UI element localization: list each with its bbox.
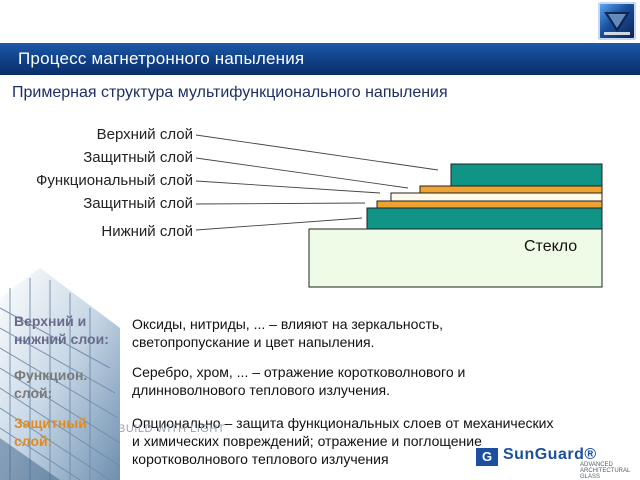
description-protective: Опционально – защита функциональных слое… — [132, 414, 553, 468]
description-outer-line2: светопропускание и цвет напыления. — [132, 334, 375, 350]
glass-label: Стекло — [524, 238, 578, 255]
bottom-layer — [366, 207, 603, 230]
side-label-functional: Функцион. слой: — [14, 367, 88, 401]
description-outer-layers: Оксиды, нитриды, ... – влияют на зеркаль… — [132, 315, 443, 351]
description-functional-line1: Серебро, хром, ... – отражение коротково… — [132, 364, 466, 380]
side-label-outer-layers: Верхний и нижний слои: — [14, 313, 109, 347]
protective-layer-lower — [376, 200, 603, 209]
leader-line-bottom — [195, 217, 363, 231]
description-protective-line2: и химических повреждений; отражение и по… — [132, 433, 482, 449]
leader-line-functional — [195, 180, 381, 194]
slide-title: Процесс магнетронного напыления — [18, 49, 305, 68]
description-outer-line1: Оксиды, нитриды, ... – влияют на зеркаль… — [132, 316, 444, 332]
building-photo — [0, 268, 120, 480]
side-label-protective: Защитный слой: — [14, 415, 87, 449]
layer-label-top: Верхний слой — [96, 126, 193, 143]
layer-label-bottom: Нижний слой — [101, 223, 193, 240]
top-layer — [450, 163, 603, 187]
guardian-logo-icon: G — [476, 448, 498, 466]
leader-line-protective-upper — [195, 157, 409, 189]
tagline: BUILD WITH LIGHT — [118, 423, 226, 435]
layer-diagram — [195, 134, 603, 288]
sunguard-tagline: ADVANCED ARCHITECTURAL GLASS — [580, 462, 631, 480]
company-logo — [598, 2, 636, 40]
description-functional: Серебро, хром, ... – отражение коротково… — [132, 363, 465, 399]
protective-layer-upper — [419, 185, 603, 194]
description-protective-line3: коротковолнового теплового излучения — [132, 451, 389, 467]
functional-layer — [390, 192, 603, 202]
layer-label-functional: Функциональный слой — [35, 172, 193, 189]
leader-line-top — [195, 134, 439, 171]
slide-subtitle: Примерная структура мультифункциональног… — [12, 84, 448, 101]
header-band — [0, 43, 640, 75]
description-protective-line1: Опционально – защита функциональных слое… — [132, 415, 554, 431]
description-functional-line2: длинноволнового теплового излучения. — [132, 382, 391, 398]
layer-label-protective-lower: Защитный слой — [83, 195, 193, 212]
layer-label-protective-upper: Защитный слой — [83, 149, 193, 166]
sunguard-logo: SunGuard® — [503, 446, 597, 463]
leader-line-protective-lower — [195, 202, 366, 205]
